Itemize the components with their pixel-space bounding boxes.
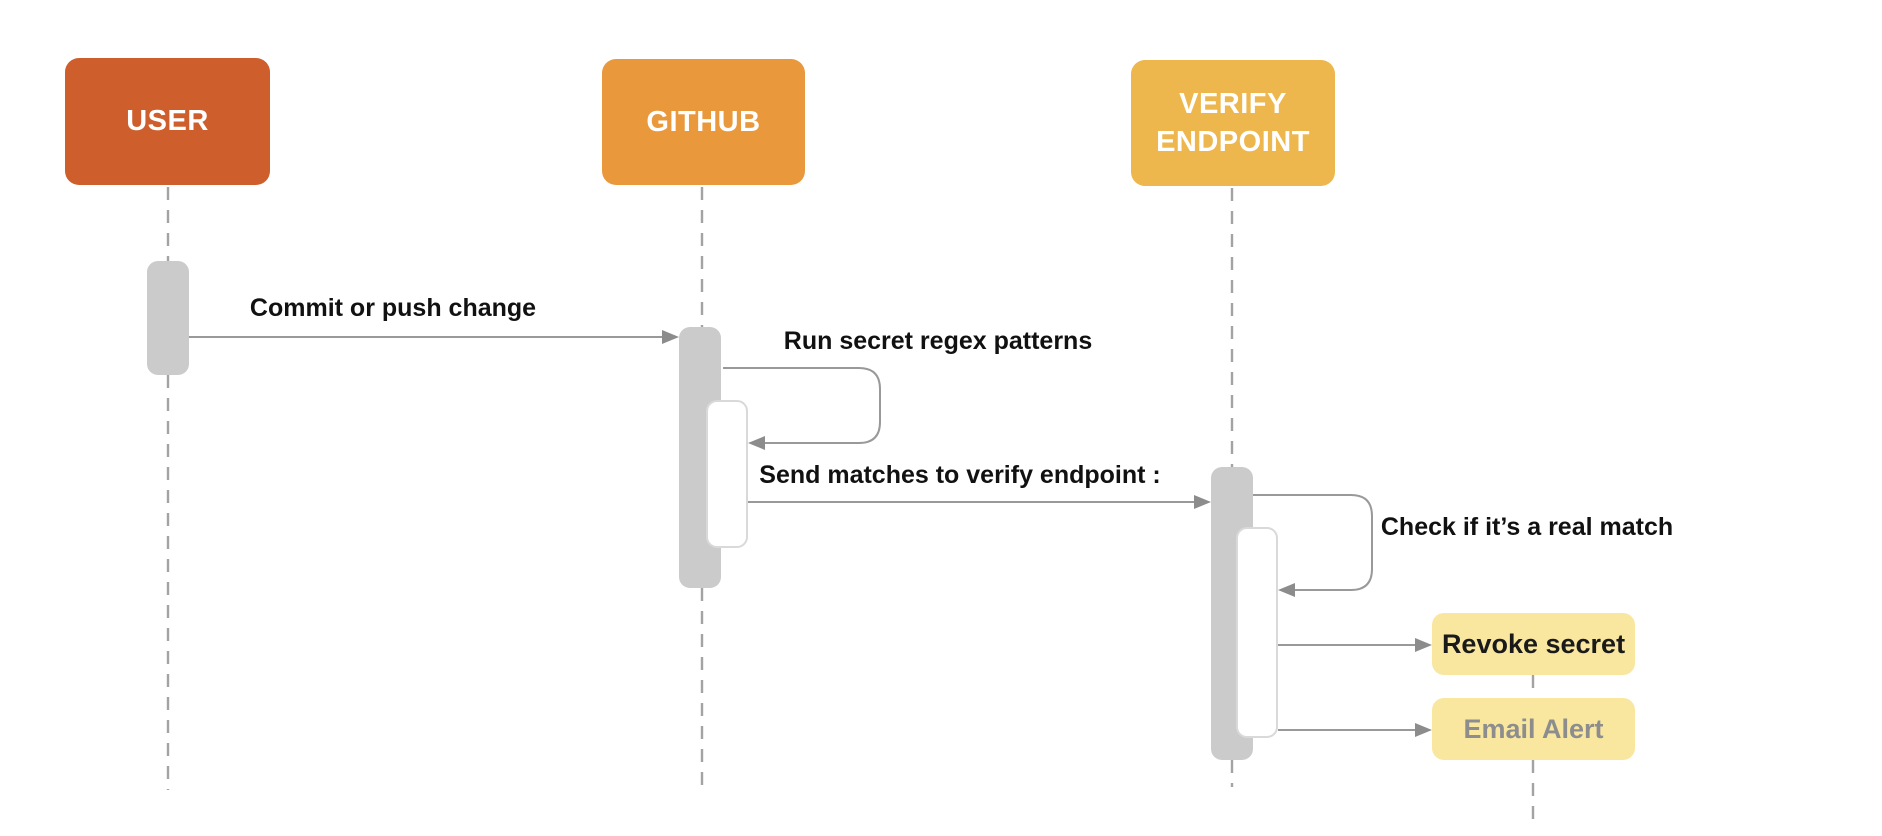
actor-label-github: GITHUB — [646, 105, 761, 138]
actor-box-user: USER — [65, 58, 270, 185]
actor-label-verify-endpoint: VERIFY ENDPOINT — [1156, 87, 1310, 158]
arrowhead-regex — [748, 436, 765, 450]
message-label-commit: Commit or push change — [249, 294, 537, 322]
actor-label-user: USER — [126, 105, 209, 138]
self-loop-check — [1253, 494, 1373, 591]
activation-bar-user — [147, 261, 189, 375]
note-box-revoke-secret: Revoke secret — [1432, 613, 1635, 675]
arrowhead-revoke — [1415, 638, 1432, 652]
arrowhead-send — [1194, 495, 1211, 509]
activation-bar-github-nested — [706, 400, 748, 548]
arrowhead-check — [1278, 583, 1295, 597]
note-label-revoke-secret: Revoke secret — [1441, 628, 1626, 659]
message-label-send: Send matches to verify endpoint : — [759, 461, 1161, 489]
arrowhead-email — [1415, 723, 1432, 737]
actor-box-github: GITHUB — [602, 59, 805, 185]
activation-bar-verify-nested — [1236, 527, 1278, 738]
actor-box-verify-endpoint: VERIFY ENDPOINT — [1131, 60, 1335, 186]
message-label-regex: Run secret regex patterns — [783, 327, 1093, 355]
arrowhead-commit — [662, 330, 679, 344]
note-box-email-alert: Email Alert — [1432, 698, 1635, 760]
self-loop-regex — [723, 367, 881, 444]
message-label-check: Check if it’s a real match — [1380, 513, 1674, 541]
note-label-email-alert: Email Alert — [1463, 713, 1604, 744]
